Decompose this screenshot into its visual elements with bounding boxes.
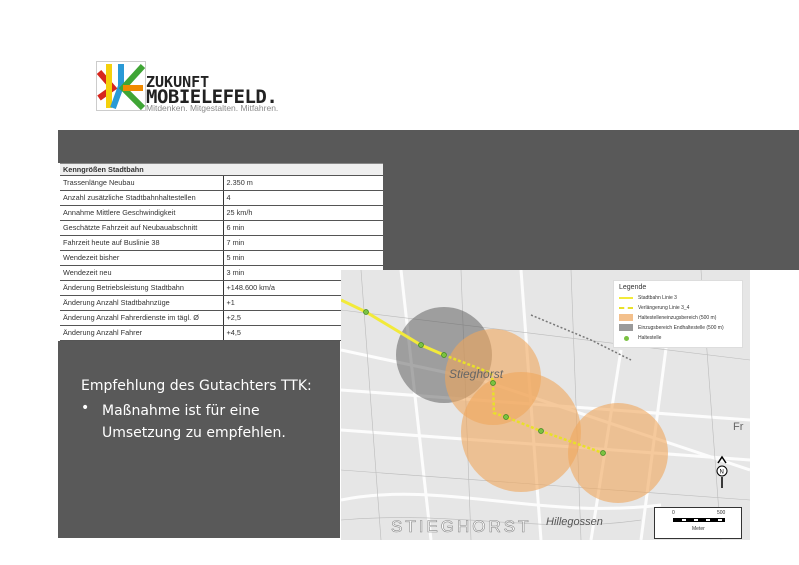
stop-marker [503, 414, 509, 420]
north-arrow-icon: N [716, 455, 728, 488]
row-label: Wendezeit neu [60, 265, 223, 281]
table-row: Änderung Betriebsleistung Stadtbahn+148.… [60, 280, 383, 296]
row-value: 6 min [222, 220, 383, 236]
row-value: 7 min [222, 235, 383, 251]
table-row: Änderung Anzahl Fahrer+4,5 [60, 325, 383, 341]
logo-tagline: Mitdenken. Mitgestalten. Mitfahren. [146, 103, 279, 113]
row-value: 25 km/h [222, 205, 383, 221]
legend-item: Verlängerung Linie 3_4 [619, 305, 689, 311]
row-label: Fahrzeit heute auf Buslinie 38 [60, 235, 223, 251]
stop-marker [363, 309, 369, 315]
legend-item: Haltestelleneinzugsbereich (500 m) [619, 314, 716, 321]
row-label: Änderung Anzahl Fahrerdienste im tägl. Ø [60, 310, 223, 326]
row-label: Anzahl zusätzliche Stadtbahnhaltestellen [60, 190, 223, 206]
table-row: Änderung Anzahl Fahrerdienste im tägl. Ø… [60, 310, 383, 326]
route-map: Stieghorst STIEGHORST Hillegossen Fr N L… [340, 269, 751, 541]
table-row: Anzahl zusätzliche Stadtbahnhaltestellen… [60, 190, 383, 206]
table-header: Kenngrößen Stadtbahn [60, 163, 383, 176]
row-label: Trassenlänge Neubau [60, 175, 223, 191]
svg-text:N: N [720, 470, 724, 476]
legend-title: Legende [619, 284, 647, 291]
row-label: Annahme Mittlere Geschwindigkeit [60, 205, 223, 221]
row-value: 2.350 m [222, 175, 383, 191]
label-hillegossen: Hillegossen [546, 516, 603, 528]
legend-item: Haltestelle [619, 335, 661, 341]
row-label: Änderung Anzahl Stadtbahnzüge [60, 295, 223, 311]
label-stieghorst-large: STIEGHORST [391, 517, 532, 536]
stop-marker [418, 342, 424, 348]
label-stieghorst: Stieghorst [449, 367, 504, 381]
row-value: 5 min [222, 250, 383, 266]
row-label: Wendezeit bisher [60, 250, 223, 266]
row-label: Geschätzte Fahrzeit auf Neubauabschnitt [60, 220, 223, 236]
stop-marker [600, 450, 606, 456]
stop-marker [441, 352, 447, 358]
row-value: 4 [222, 190, 383, 206]
table-title: Kenngrößen Stadtbahn [60, 163, 383, 176]
scale-bar: 0 500 Meter [654, 507, 742, 539]
dark-block [383, 163, 799, 270]
stop-marker [490, 380, 496, 386]
row-label: Änderung Betriebsleistung Stadtbahn [60, 280, 223, 296]
logo: ZUKUNFT MOBIELEFELD. Mitdenken. Mitgesta… [96, 61, 316, 113]
table-row: Änderung Anzahl Stadtbahnzüge+1 [60, 295, 383, 311]
catchment-stop [568, 403, 668, 503]
recommendation-heading: Empfehlung des Gutachters TTK: [81, 378, 312, 394]
row-label: Änderung Anzahl Fahrer [60, 325, 223, 341]
logo-text-line2: MOBIELEFELD. [146, 86, 278, 108]
stop-marker [538, 428, 544, 434]
recommendation-panel: Empfehlung des Gutachters TTK: • Maßnahm… [58, 341, 340, 538]
legend-item: Einzugsbereich Endhaltestelle (500 m) [619, 324, 724, 331]
header-bar [58, 130, 799, 163]
key-figures-table: Kenngrößen Stadtbahn Trassenlänge Neubau… [60, 163, 383, 341]
bullet: • [81, 400, 90, 416]
catchment-stop [461, 372, 581, 492]
label-edge: Fr [733, 421, 744, 433]
line-3 [340, 298, 445, 357]
map-legend: Legende Stadtbahn Linie 3 Verlängerung L… [613, 280, 743, 348]
recommendation-text: Maßnahme ist für eine Umsetzung zu empfe… [102, 403, 286, 441]
legend-item: Stadtbahn Linie 3 [619, 295, 677, 301]
logo-mark-icon [96, 61, 146, 111]
logo-text-line1: ZUKUNFT [146, 73, 210, 91]
